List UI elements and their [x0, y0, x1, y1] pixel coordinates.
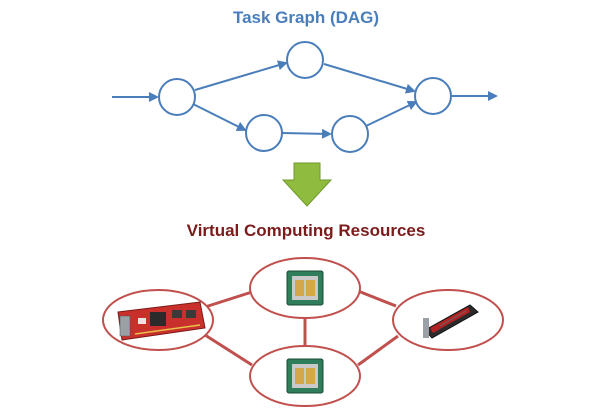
dag-node-4 — [331, 115, 369, 153]
link-fpga-cpubottom — [204, 333, 253, 367]
dag-node-5 — [414, 77, 452, 115]
dag-node-2 — [286, 41, 324, 79]
cpu-chip-icon — [286, 270, 324, 306]
resources-title: Virtual Computing Resources — [186, 221, 426, 240]
cpu-chip-icon — [286, 358, 324, 394]
link-cputop-gpu — [357, 289, 397, 308]
dag-title: Task Graph (DAG) — [232, 8, 380, 27]
edge-3-4 — [281, 128, 332, 139]
edge-2-5 — [323, 63, 416, 94]
link-cpubottom-gpu — [357, 334, 399, 367]
dag-node-1 — [158, 78, 196, 116]
edge-4-5 — [365, 100, 418, 127]
dag-edges — [112, 60, 498, 139]
down-arrow-icon — [281, 162, 333, 207]
edge-1-2 — [194, 60, 288, 91]
dag-node-3 — [245, 114, 283, 152]
resource-links — [204, 289, 399, 367]
edge-1-3 — [192, 103, 247, 131]
gpu-card-icon — [423, 304, 479, 339]
fpga-board-icon — [117, 301, 206, 341]
link-fpga-cputop — [204, 290, 253, 309]
